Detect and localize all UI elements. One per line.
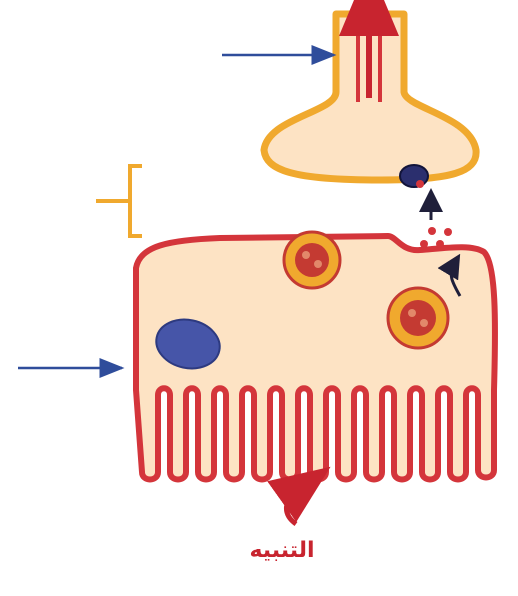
nerve-terminal: [264, 12, 476, 188]
synaptic-cleft-bracket: [96, 166, 142, 236]
receptor-cell: [136, 232, 495, 480]
stimulus-arrow: [286, 490, 298, 524]
synaptic-vesicle: [284, 232, 340, 288]
synaptic-vesicle: [388, 288, 448, 348]
receptor-binding-dot: [416, 180, 424, 188]
stimulus-label: التنبيه: [0, 538, 518, 563]
